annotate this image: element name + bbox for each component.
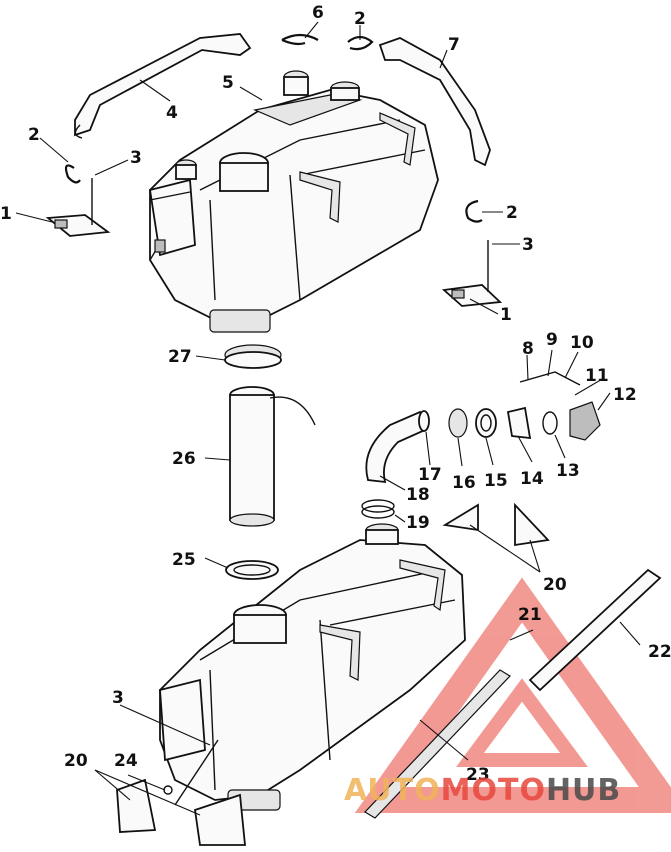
- hold-down-strap-left: [74, 33, 252, 139]
- callout-2-right: 2: [506, 203, 518, 223]
- watermark-text-moto: MOTO: [441, 773, 546, 808]
- callout-16: 16: [452, 473, 476, 493]
- callout-20-left: 20: [64, 751, 88, 771]
- callout-27: 27: [168, 347, 192, 367]
- callout-11: 11: [585, 366, 609, 386]
- callout-3-right: 3: [522, 235, 534, 255]
- callout-21: 21: [518, 605, 542, 625]
- callout-19: 19: [406, 513, 430, 533]
- callout-12: 12: [613, 385, 637, 405]
- callout-3-left: 3: [130, 148, 142, 168]
- mounting-brackets: [45, 178, 503, 307]
- leader-lines: [15, 21, 641, 816]
- watermark-text: AUTOMOTOHUB: [344, 773, 621, 808]
- callout-labels: 1 1 2 2 2 3 3 3 4 5 6 7 8 9 10 11 12 13 …: [0, 3, 671, 785]
- upper-fuel-tank: [148, 70, 439, 333]
- callout-25: 25: [172, 550, 196, 570]
- filler-hose-and-cap: [361, 371, 601, 519]
- callout-20-right: 20: [543, 575, 567, 595]
- retaining-clips: [64, 33, 483, 223]
- callout-4: 4: [166, 103, 178, 123]
- callout-1-right: 1: [500, 305, 512, 325]
- fuel-sender-assembly: [224, 344, 316, 580]
- callout-26: 26: [172, 449, 196, 469]
- callout-10: 10: [570, 333, 594, 353]
- callout-1-left: 1: [0, 204, 12, 224]
- callout-8: 8: [522, 339, 534, 359]
- callout-24: 24: [114, 751, 138, 771]
- foam-pads: [116, 502, 662, 846]
- callout-7: 7: [448, 35, 460, 55]
- callout-13: 13: [556, 461, 580, 481]
- watermark-text-auto: AUTO: [344, 773, 441, 808]
- callout-5: 5: [222, 73, 234, 93]
- callout-2-left: 2: [28, 125, 40, 145]
- callout-9: 9: [546, 330, 558, 350]
- callout-17: 17: [418, 465, 442, 485]
- callout-23: 23: [466, 765, 490, 785]
- watermark-logo: [354, 577, 671, 813]
- callout-18: 18: [406, 485, 430, 505]
- hold-down-strap-right: [378, 37, 491, 167]
- callout-3-lower: 3: [112, 688, 124, 708]
- lower-fuel-tank: [159, 523, 466, 811]
- svg-text:AUTOMOTOHUB: AUTOMOTOHUB: [344, 773, 621, 808]
- callout-14: 14: [520, 469, 544, 489]
- callout-2-top: 2: [354, 9, 366, 29]
- callout-15: 15: [484, 471, 508, 491]
- callout-22: 22: [648, 642, 671, 662]
- callout-6: 6: [312, 3, 324, 23]
- watermark-text-hub: HUB: [546, 773, 621, 808]
